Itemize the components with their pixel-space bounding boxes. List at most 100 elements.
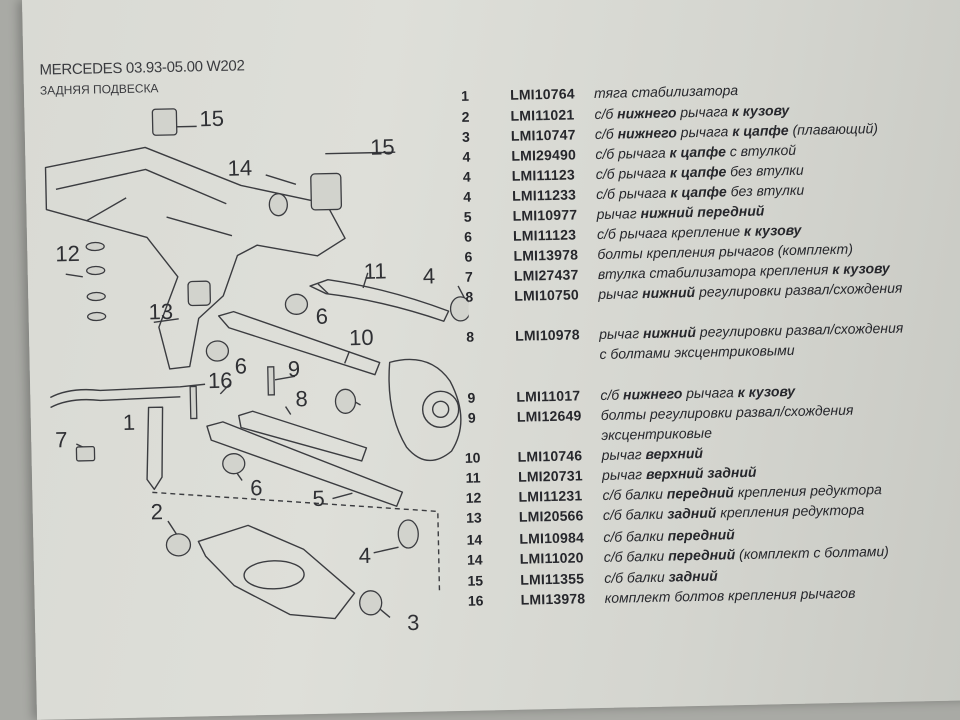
part-number: 7 — [464, 268, 473, 285]
arm-5-shape — [206, 421, 404, 507]
part-number: 14 — [466, 531, 483, 548]
callout-number: 14 — [227, 155, 252, 181]
part-code: LMI29490 — [511, 146, 577, 164]
part-code: LMI20566 — [518, 507, 584, 525]
part-description-continued: с болтами эксцентриковыми — [599, 341, 795, 362]
bushing-6a — [284, 293, 309, 315]
bushing-15a — [151, 108, 178, 136]
bolt-16 — [189, 385, 198, 420]
bushing-13 — [268, 193, 288, 217]
callout-number: 8 — [295, 386, 308, 411]
callout-number: 5 — [312, 486, 325, 511]
part-code: LMI12649 — [516, 407, 582, 425]
part-number: 8 — [466, 328, 475, 345]
part-code: LMI10750 — [514, 286, 580, 304]
part-number: 10 — [464, 449, 481, 466]
subframe-shape — [44, 146, 346, 370]
part-number: 12 — [465, 489, 482, 506]
part-number: 9 — [467, 409, 476, 426]
part-description: с/б рычага к цапфе без втулки — [596, 181, 805, 203]
part-code: LMI13978 — [520, 590, 586, 608]
part-code: LMI11017 — [516, 387, 581, 405]
bushing-12b — [86, 265, 106, 276]
part-code: LMI20731 — [517, 467, 583, 485]
part-number: 6 — [463, 228, 473, 245]
callout-number: 4 — [358, 543, 371, 568]
callout-number: 11 — [363, 258, 386, 283]
part-code: LMI11233 — [512, 186, 577, 204]
catalog-page: MERCEDES 03.93-05.00 W202 ЗАДНЯЯ ПОДВЕСК… — [22, 0, 960, 720]
bushing-12d — [86, 311, 107, 322]
part-number: 6 — [464, 248, 473, 265]
arm-10-shape — [217, 310, 381, 376]
stabilizer-link-shape — [146, 406, 164, 491]
callout-number: 16 — [208, 368, 233, 394]
part-number: 13 — [465, 509, 482, 526]
callout-number: 9 — [288, 356, 301, 381]
part-code: LMI11021 — [510, 106, 575, 124]
part-description-continued: эксцентриковые — [601, 424, 713, 443]
callout-number: 6 — [234, 353, 247, 378]
part-code: LMI11231 — [518, 487, 583, 505]
part-number: 15 — [467, 572, 484, 589]
part-number: 4 — [463, 188, 472, 205]
part-code: LMI13978 — [513, 246, 579, 264]
bushing-2 — [165, 533, 192, 557]
part-description: с/б балки задний — [604, 567, 718, 586]
part-number: 2 — [461, 108, 470, 125]
stabilizer-bar-shape — [50, 383, 206, 399]
bushing-4b — [334, 388, 357, 414]
bolt-9 — [267, 366, 275, 396]
part-number: 8 — [465, 288, 474, 305]
callout-number: 7 — [55, 427, 68, 452]
part-description: с/б балки передний — [603, 526, 735, 545]
part-number: 1 — [461, 87, 470, 104]
part-description: с/б балки задний крепления редуктора — [602, 501, 865, 523]
bushing-4c — [397, 519, 419, 549]
part-description: болты регулировки развал/схождения — [600, 401, 854, 423]
arm-11-shape — [309, 278, 450, 322]
callout-number: 15 — [199, 106, 224, 132]
callout-number: 6 — [250, 475, 263, 500]
part-number: 3 — [461, 128, 471, 145]
part-code: LMI11020 — [519, 549, 584, 567]
part-description: тяга стабилизатора — [593, 82, 739, 102]
callout-number: 6 — [315, 304, 328, 329]
part-description: комплект болтов крепления рычагов — [604, 584, 856, 606]
part-code: LMI10984 — [519, 529, 585, 547]
part-code: LMI27437 — [513, 266, 579, 284]
part-number: 4 — [462, 168, 471, 185]
bushing-6b — [205, 340, 230, 362]
callout-number: 3 — [407, 610, 420, 635]
part-code: LMI10977 — [512, 206, 578, 224]
part-description: рычаг верхний — [601, 444, 704, 463]
callout-number: 1 — [123, 410, 136, 435]
callout-number: 10 — [349, 325, 374, 351]
callout-number: 15 — [370, 134, 395, 160]
part-code: LMI10978 — [514, 326, 580, 344]
part-code: LMI11123 — [512, 226, 577, 244]
bushing-12c — [86, 291, 106, 302]
knuckle-shape — [388, 358, 462, 462]
part-code: LMI11355 — [520, 570, 585, 588]
part-code: LMI10747 — [510, 126, 576, 144]
part-number: 9 — [467, 389, 476, 406]
bushing-6c — [222, 453, 246, 475]
callout-number: 13 — [148, 299, 173, 325]
part-number: 14 — [466, 551, 483, 568]
callout-number: 2 — [150, 499, 163, 524]
part-number: 4 — [462, 148, 471, 165]
callout-number: 4 — [423, 263, 436, 288]
bushing-14 — [187, 280, 211, 307]
part-code: LMI10764 — [509, 85, 575, 103]
part-number: 5 — [463, 208, 472, 225]
bushing-7 — [75, 445, 96, 462]
bushing-12a — [85, 241, 105, 252]
part-number: 16 — [467, 592, 484, 609]
bushing-3 — [359, 590, 383, 616]
bushing-15b — [310, 172, 343, 211]
lower-arm-shape — [197, 524, 356, 620]
part-code: LMI10746 — [517, 447, 583, 465]
part-code: LMI11123 — [511, 166, 576, 184]
part-number: 11 — [465, 469, 481, 486]
